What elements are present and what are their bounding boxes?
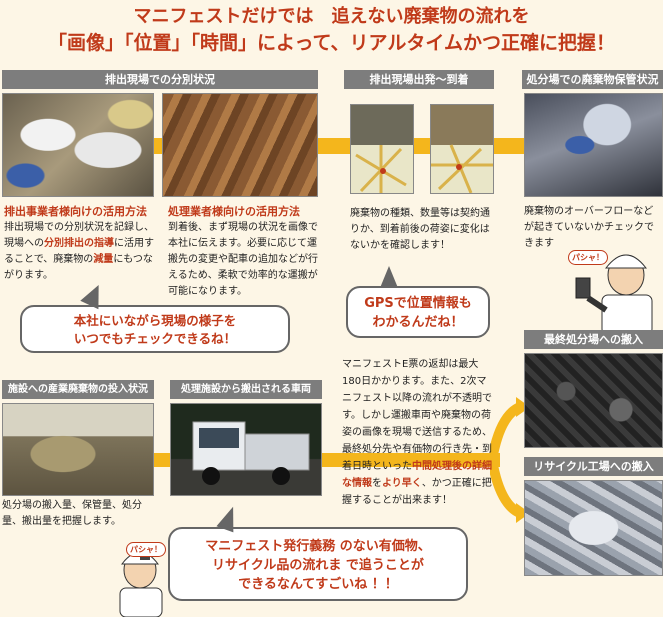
pasha-label-bottom: パシャ！ xyxy=(126,542,166,557)
depart-phone-map-2 xyxy=(430,104,494,194)
worker-photographer-icon xyxy=(575,254,653,335)
emitter-title: 排出事業者様向けの活用方法 xyxy=(4,205,147,218)
page-title: マニフェストだけでは 追えない廃棄物の流れを 「画像」「位置」「時間」によって、… xyxy=(0,4,663,56)
depart-header: 排出現場出発～到着 xyxy=(344,70,494,89)
storage-photo xyxy=(524,93,663,197)
sorting-photo-bags xyxy=(2,93,154,197)
processor-title: 処理業者様向けの活用方法 xyxy=(168,205,300,218)
recycle-photo xyxy=(524,480,663,576)
manifest-text: マニフェストE票の返却は最大180日かかります。また、2次マニフェスト以降の流れ… xyxy=(342,359,492,506)
bottom-bubble: マニフェスト発行義務 のない有価物、リサイクル品の流れま で追うことができるなん… xyxy=(168,527,468,601)
sorting-photo-wood xyxy=(162,93,318,197)
title-line2: 「画像」「位置」「時間」によって、リアルタイムかつ正確に把握！ xyxy=(48,32,615,54)
flow-branch-arrows xyxy=(490,397,530,523)
final-photo xyxy=(524,353,663,448)
map-screen-icon xyxy=(431,105,493,193)
gps-bubble: GPSで位置情報もわかるんだね！ xyxy=(346,286,490,338)
facility-text: 処分場の搬入量、保管量、処分量、搬出量を把握します。 xyxy=(2,500,142,527)
depart-phone-map-1 xyxy=(350,104,414,194)
vehicle-photo xyxy=(170,403,322,496)
truck-icon xyxy=(192,421,310,485)
vehicle-header: 処理施設から搬出される車両 xyxy=(170,380,322,399)
title-line1: マニフェストだけでは 追えない廃棄物の流れを xyxy=(133,6,530,27)
storage-header: 処分場での廃棄物保管状況 xyxy=(522,70,663,89)
gps-bubble-tail xyxy=(380,266,398,288)
sorting-header: 排出現場での分別状況 xyxy=(2,70,318,89)
storage-text: 廃棄物のオーバーフローなどが起きていないかチェックできます xyxy=(524,206,654,249)
facility-photo xyxy=(2,403,154,496)
processor-text: 到着後、まず現場の状況を画像で本社に伝えます。必要に応じて運搬先の変更や配車の追… xyxy=(168,222,318,297)
recycle-header: リサイクル工場への搬入 xyxy=(524,457,663,476)
depart-text: 廃棄物の種類、数量等は契約通りか、到着前後の荷姿に変化はないかを確認します！ xyxy=(350,208,490,251)
office-bubble: 本社にいながら現場の様子をいつでもチェックできるね！ xyxy=(20,305,290,353)
emitter-text: 排出現場での分別状況を記録し、現場への分別排出の指導に活用することで、廃棄物の減… xyxy=(4,222,154,281)
pasha-label-top: パシャ！ xyxy=(568,250,608,265)
final-header: 最終処分場への搬入 xyxy=(524,330,663,349)
map-screen-icon xyxy=(351,105,413,193)
facility-header: 施設への産業廃棄物の投入状況 xyxy=(2,380,154,399)
